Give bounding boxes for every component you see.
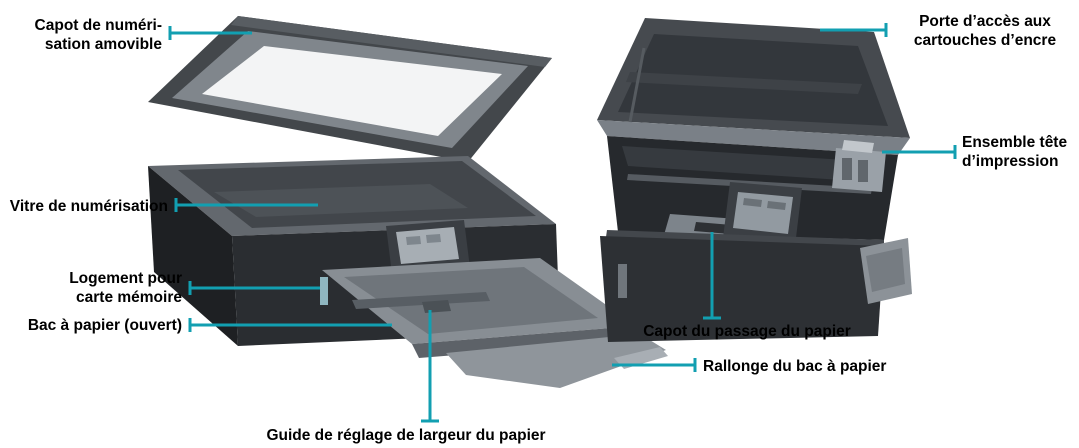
callout-width-guide (421, 310, 439, 423)
callout-scanner-lid (168, 26, 252, 40)
callout-scanner-glass (174, 198, 318, 212)
left-printer-illustration (148, 16, 668, 388)
label-paper-tray: Bac à papier (ouvert) (27, 317, 182, 334)
label-cartridge-access-door: Porte d’accès aux cartouches d’encre (913, 13, 1057, 49)
right-control-panel-art (723, 182, 802, 246)
callout-cartridge-door (820, 23, 888, 37)
left-control-panel-art (386, 220, 470, 274)
callout-memory-slot (188, 281, 320, 295)
right-printer-body-art (600, 230, 912, 342)
callout-lines (168, 23, 957, 423)
paper-tray-art (322, 258, 643, 358)
label-tray-extender: Rallonge du bac à papier (703, 358, 887, 375)
label-scanner-glass: Vitre de numérisation (9, 198, 168, 215)
right-printer-illustration (597, 18, 912, 342)
label-memory-card-slot: Logement pour carte mémoire (69, 270, 182, 306)
memory-card-slot-art (320, 277, 328, 305)
label-paper-path-cover: Capot du passage du papier (643, 323, 851, 340)
label-paper-width-guide: Guide de réglage de largeur du papier (266, 427, 546, 444)
callout-paper-tray (188, 318, 392, 332)
label-printhead-assembly: Ensemble tête d’impression (962, 134, 1068, 170)
paper-width-guide-art (422, 300, 451, 313)
cartridge-access-door-art (597, 18, 910, 155)
callout-paper-path-cover (703, 232, 721, 320)
scanner-glass-art (148, 156, 556, 236)
label-scanner-lid: Capot de numéri- sation amovible (34, 17, 162, 53)
callout-tray-extender (612, 358, 697, 372)
callout-printhead (882, 145, 957, 159)
scanner-lid-art (148, 16, 552, 162)
printhead-assembly-art (832, 140, 886, 192)
